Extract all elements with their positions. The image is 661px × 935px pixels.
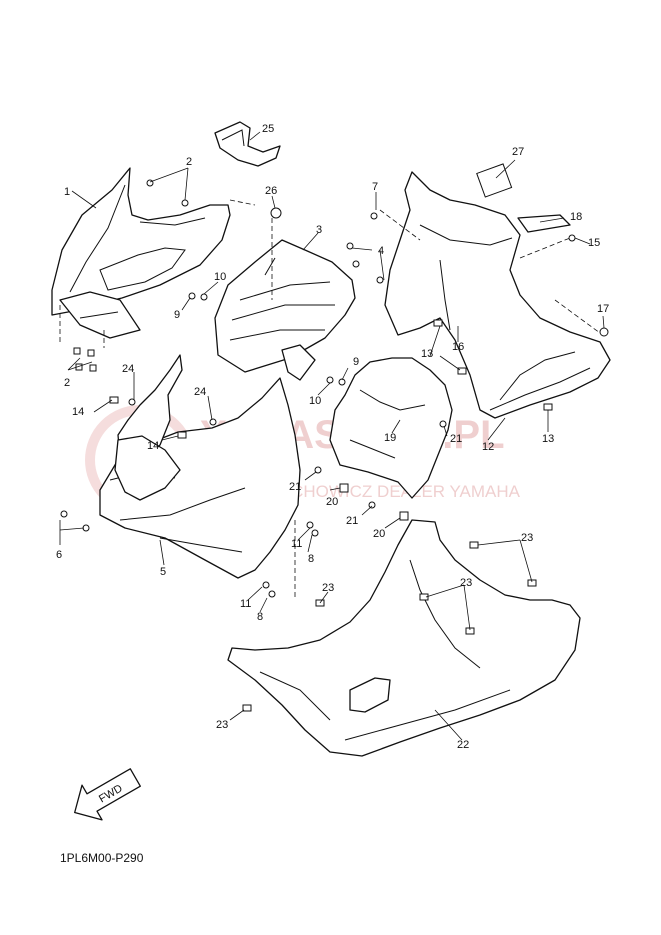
callout-18: 18 <box>570 211 582 223</box>
part-12-frame-cover <box>384 171 611 419</box>
part-22-floor-cover <box>227 519 581 757</box>
callout-11: 11 <box>291 538 302 550</box>
part-18-strip <box>517 214 571 233</box>
fwd-arrow: FWD <box>74 768 141 821</box>
hardware <box>60 179 609 712</box>
callout-21: 21 <box>289 481 301 493</box>
callout-22: 22 <box>457 739 469 751</box>
part-26-cap <box>270 207 282 219</box>
callout-5: 5 <box>160 566 166 578</box>
callout-13: 13 <box>542 433 554 445</box>
callout-6: 6 <box>56 549 62 561</box>
callout-19: 19 <box>384 432 396 444</box>
callout-1: 1 <box>64 186 70 198</box>
callout-2: 2 <box>186 156 192 168</box>
part-1-front-cowling <box>51 167 231 339</box>
callout-23: 23 <box>521 532 533 544</box>
callout-8: 8 <box>257 611 263 623</box>
callout-10: 10 <box>214 271 226 283</box>
callout-4: 4 <box>378 245 384 257</box>
callout-14: 14 <box>147 440 159 452</box>
callouts: 1 2 2 3 4 5 6 7 8 8 9 9 10 10 11 11 12 1… <box>56 123 609 751</box>
callout-10: 10 <box>309 395 321 407</box>
callout-17: 17 <box>597 303 609 315</box>
callout-7: 7 <box>372 181 378 193</box>
callout-20: 20 <box>373 528 385 540</box>
callout-9: 9 <box>174 309 180 321</box>
callout-24: 24 <box>122 363 134 375</box>
diagram-code: 1PL6M00-P290 <box>60 851 144 865</box>
assembly-lines <box>59 199 601 600</box>
part-19-bracket <box>329 357 453 499</box>
callout-9: 9 <box>353 356 359 368</box>
callout-2: 2 <box>64 377 70 389</box>
callout-26: 26 <box>265 185 277 197</box>
callout-27: 27 <box>512 146 524 158</box>
callout-20: 20 <box>326 496 338 508</box>
callout-14: 14 <box>72 406 84 418</box>
callout-23: 23 <box>322 582 334 594</box>
callout-13: 13 <box>421 348 433 360</box>
callout-25: 25 <box>262 123 274 135</box>
callout-8: 8 <box>308 553 314 565</box>
callout-12: 12 <box>482 441 494 453</box>
callout-23: 23 <box>460 577 472 589</box>
part-27-label <box>476 163 513 198</box>
callout-23: 23 <box>216 719 228 731</box>
leader-lines <box>59 131 605 741</box>
part-14-bracket <box>114 354 183 501</box>
callout-15: 15 <box>588 237 600 249</box>
callout-24: 24 <box>194 386 206 398</box>
callout-21: 21 <box>450 433 462 445</box>
part-3-inner-panel <box>214 239 356 381</box>
callout-16: 16 <box>452 341 464 353</box>
callout-3: 3 <box>316 224 322 236</box>
callout-11: 11 <box>240 598 251 610</box>
callout-21: 21 <box>346 515 358 527</box>
part-25-cover <box>214 121 281 167</box>
